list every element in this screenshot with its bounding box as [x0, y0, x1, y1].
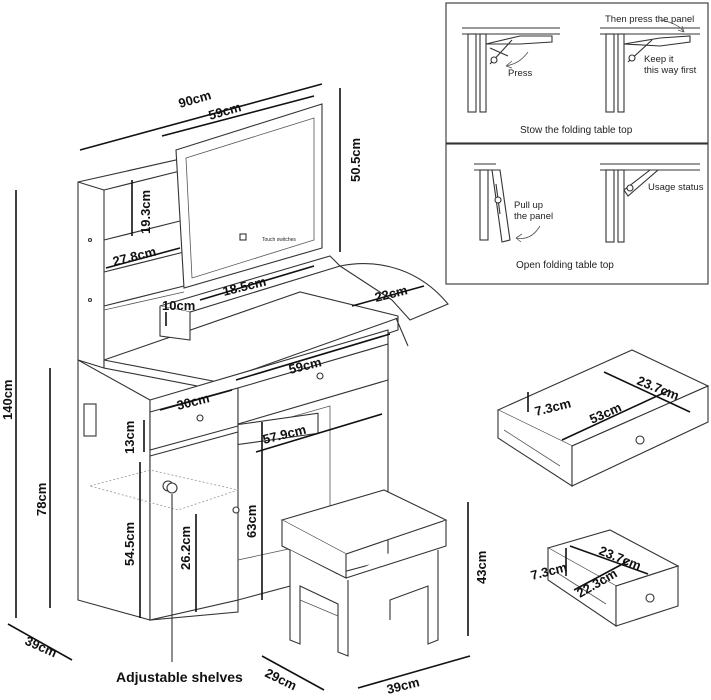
open-instructions-panel: Pull up the panel Usage status Open fold… [445, 143, 709, 285]
dim-shelf-height: 19.3cm [138, 190, 153, 234]
open-step2-text: Usage status [648, 182, 704, 193]
large-drawer-drawing [496, 349, 710, 488]
stow-step3-line1: Keep it [644, 54, 674, 65]
dim-shelf-gap: 26.2cm [178, 526, 193, 570]
dim-desk-height: 78cm [34, 483, 49, 516]
stow-instructions-panel: Press Then press the panel Keep it this … [445, 2, 709, 144]
open-panel-frame [445, 143, 709, 285]
stow-step-press-drawing [462, 27, 560, 113]
dim-depth: 39cm [23, 633, 59, 660]
dim-total-height: 140cm [0, 380, 15, 420]
small-drawer-drawing [546, 529, 680, 628]
dim-stool-height: 43cm [474, 551, 489, 584]
dim-knee-height: 63cm [244, 505, 259, 538]
stow-step1-text: Press [508, 68, 533, 79]
adjustable-shelves-label: Adjustable shelves [116, 669, 243, 685]
vanity-drawing: Touch switches [77, 103, 449, 621]
dimension-lines [7, 83, 691, 691]
dim-stool-depth: 29cm [263, 665, 299, 693]
adjustable-shelves-marker [166, 482, 178, 494]
stow-step-panel-drawing [600, 19, 700, 113]
stow-step3-line2: this way first [644, 65, 697, 76]
open-caption: Open folding table top [516, 260, 614, 271]
open-step1-line1: Pull up [514, 200, 543, 211]
touch-switch-label: Touch switches [262, 237, 296, 243]
dim-stool-width: 39cm [385, 674, 421, 697]
stow-panel-frame [445, 2, 709, 144]
open-step-usage-drawing [600, 163, 700, 243]
dim-mirror-height: 50.5cm [348, 138, 363, 182]
stool-drawing [280, 489, 448, 657]
open-step1-line2: the panel [514, 211, 553, 222]
dim-tray-depth: 10cm [162, 298, 195, 313]
dim-cabinet-height: 54.5cm [122, 522, 137, 566]
stow-caption: Stow the folding table top [520, 125, 633, 136]
dim-drawer-height: 13cm [122, 421, 137, 454]
stow-step2-text: Then press the panel [605, 14, 694, 25]
open-step-pull-drawing [474, 163, 541, 243]
